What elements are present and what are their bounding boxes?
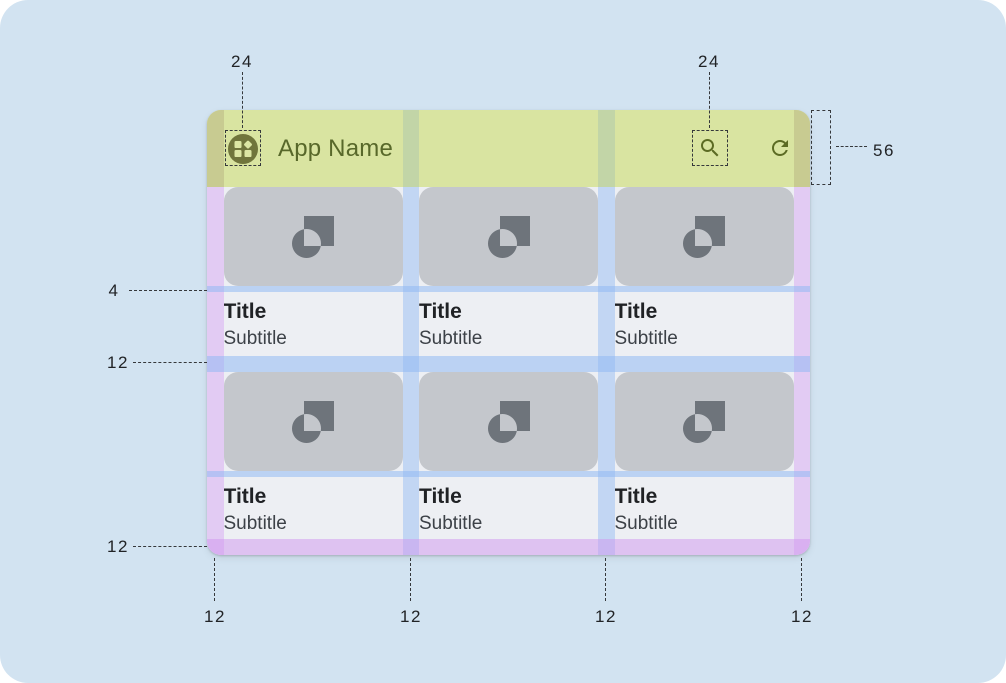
card[interactable]: Title Subtitle xyxy=(223,187,403,356)
dim-label-keyline-3: 12 xyxy=(595,607,617,626)
card-subtitle: Subtitle xyxy=(223,512,287,534)
search-icon[interactable] xyxy=(698,136,722,160)
card-image xyxy=(223,187,403,286)
card[interactable]: Title Subtitle xyxy=(419,372,598,539)
image-text-gap-keyline xyxy=(207,471,810,477)
card-text: Title Subtitle xyxy=(224,477,403,539)
dim-label-keyline-4: 12 xyxy=(791,607,813,626)
image-placeholder-icon xyxy=(683,215,725,258)
image-placeholder-icon xyxy=(487,215,530,258)
card-subtitle: Subtitle xyxy=(614,512,678,534)
dim-label-row-gutter: 12 xyxy=(107,353,129,372)
card-text: Title Subtitle xyxy=(224,292,403,356)
dim-line xyxy=(836,146,867,147)
dim-line xyxy=(129,290,207,291)
card-text: Title Subtitle xyxy=(615,477,794,539)
dim-label-bottom-margin: 12 xyxy=(107,537,129,556)
dim-line xyxy=(604,558,606,601)
card[interactable]: Title Subtitle xyxy=(614,372,794,539)
dim-label-image-text-gap: 4 xyxy=(108,281,120,300)
bottom-margin-keyline xyxy=(207,538,810,555)
dim-line xyxy=(213,558,215,601)
dim-box-appbar-height xyxy=(811,110,831,185)
card-image xyxy=(223,372,403,471)
image-placeholder-icon xyxy=(292,400,334,443)
dim-line xyxy=(133,546,207,547)
dim-label-leading-icon: 24 xyxy=(231,52,253,71)
dim-label-keyline-1: 12 xyxy=(204,607,226,626)
apps-button[interactable] xyxy=(228,133,258,164)
dim-box-action-icon xyxy=(692,130,728,166)
dim-line xyxy=(800,558,802,601)
card[interactable]: Title Subtitle xyxy=(223,372,403,539)
card-text: Title Subtitle xyxy=(419,477,598,539)
app-mockup: App Name Title Subtitle xyxy=(207,110,810,555)
dim-line xyxy=(133,362,207,363)
card-title: Title xyxy=(614,484,658,508)
margin-keyline-right xyxy=(793,110,810,555)
card-image xyxy=(419,187,598,286)
card-title: Title xyxy=(614,299,658,323)
card-subtitle: Subtitle xyxy=(419,512,483,534)
card-title: Title xyxy=(419,484,462,508)
dim-line xyxy=(241,72,243,128)
card-image xyxy=(419,372,598,471)
card-grid: Title Subtitle Title Subtitle xyxy=(223,187,794,539)
appbar-title: App Name xyxy=(278,134,393,162)
card-text: Title Subtitle xyxy=(615,292,794,356)
image-text-gap-keyline xyxy=(207,286,810,292)
dim-line xyxy=(708,72,710,128)
margin-keyline-left xyxy=(207,110,224,555)
dim-label-appbar-height: 56 xyxy=(873,141,895,160)
apps-icon xyxy=(234,140,252,157)
card-image xyxy=(614,372,794,471)
card-text: Title Subtitle xyxy=(419,292,598,356)
card-subtitle: Subtitle xyxy=(419,327,483,349)
card[interactable]: Title Subtitle xyxy=(614,187,794,356)
image-placeholder-icon xyxy=(487,400,530,443)
dim-box-leading-icon xyxy=(225,130,261,166)
card-subtitle: Subtitle xyxy=(223,327,287,349)
refresh-icon[interactable] xyxy=(768,136,792,160)
card-subtitle: Subtitle xyxy=(614,327,678,349)
dim-label-keyline-2: 12 xyxy=(400,607,422,626)
card-image xyxy=(614,187,794,286)
top-app-bar: App Name xyxy=(207,110,810,187)
gutter-keyline-2 xyxy=(598,110,615,555)
card-title: Title xyxy=(419,299,462,323)
dim-label-action-icon: 24 xyxy=(698,52,720,71)
card-title: Title xyxy=(223,299,267,323)
gutter-keyline-1 xyxy=(402,110,419,555)
image-placeholder-icon xyxy=(292,215,334,258)
card[interactable]: Title Subtitle xyxy=(419,187,598,356)
dim-line xyxy=(409,558,411,601)
card-title: Title xyxy=(223,484,267,508)
image-placeholder-icon xyxy=(683,400,725,443)
row-gutter-keyline xyxy=(207,355,810,372)
